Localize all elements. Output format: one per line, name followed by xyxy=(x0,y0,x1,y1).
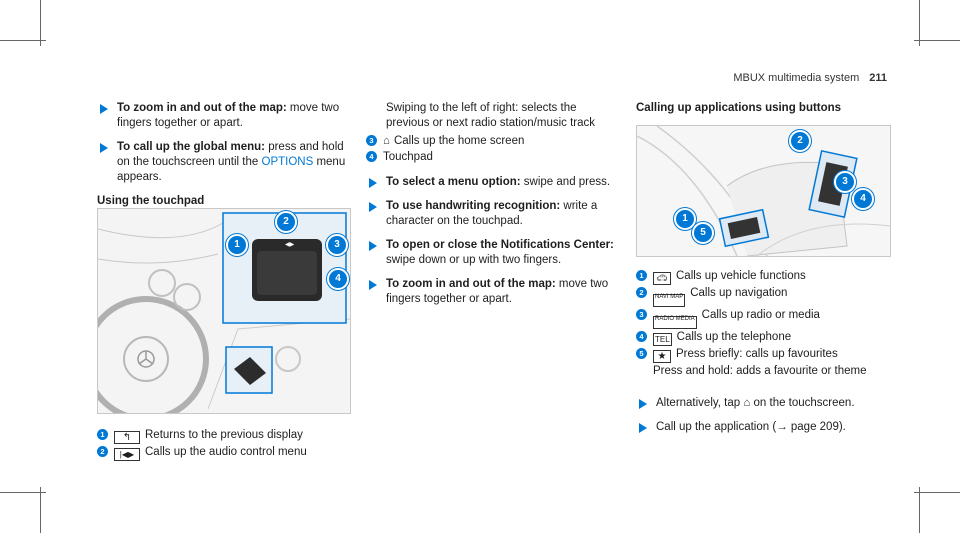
column-1-legend: 1↰Returns to the previous display 2|◀▶Ca… xyxy=(97,428,352,462)
crop-mark xyxy=(914,40,960,41)
callout-2: 2 xyxy=(789,130,811,152)
page-header: MBUX multimedia system 211 xyxy=(733,72,887,84)
section-heading: Using the touchpad xyxy=(97,195,205,207)
callout-2: 2 xyxy=(275,211,297,233)
section-heading: Calling up applications using buttons xyxy=(636,102,842,114)
legend-item: 5★Press briefly: calls up favourites xyxy=(636,347,901,363)
navi-map-icon: NAVI MAP xyxy=(653,294,686,307)
page-ref-arrow: → xyxy=(776,421,788,433)
callout-3: 3 xyxy=(326,234,348,256)
callout-1: 1 xyxy=(674,208,696,230)
column-2: Swiping to the left of right: selects th… xyxy=(366,101,616,316)
home-icon: ⌂ xyxy=(383,135,390,147)
tel-icon: TEL xyxy=(653,333,672,346)
instruction-call-app: Call up the application (→ page 209). xyxy=(636,420,901,435)
crop-mark xyxy=(40,487,41,533)
instruction-zoom: To zoom in and out of the map: move two … xyxy=(97,101,352,131)
svg-text:◀▶: ◀▶ xyxy=(285,241,295,248)
callout-1: 1 xyxy=(226,234,248,256)
callout-4: 4 xyxy=(327,268,349,290)
legend-item: 1↰Returns to the previous display xyxy=(97,428,352,444)
page-number: 211 xyxy=(869,72,887,84)
callout-4: 4 xyxy=(852,188,874,210)
touchpad-illustration: ◀▶ xyxy=(98,209,350,413)
page-reference-link[interactable]: page 209). xyxy=(787,421,846,433)
legend-item: 3⌂Calls up the home screen xyxy=(366,134,616,149)
star-icon: ★ xyxy=(653,350,671,363)
crop-mark xyxy=(0,492,46,493)
crop-mark xyxy=(919,0,920,46)
legend-item-continued: Press and hold: adds a favourite or them… xyxy=(653,365,867,377)
column-1: To zoom in and out of the map: move two … xyxy=(97,101,352,217)
crop-mark xyxy=(914,492,960,493)
radio-media-icon: RADIO MEDIA xyxy=(653,316,697,329)
swipe-description: Swiping to the left of right: selects th… xyxy=(386,102,596,129)
instruction-alternative: Alternatively, tap ⌂ on the touchscreen. xyxy=(636,396,901,411)
instruction-global-menu: To call up the global menu: press and ho… xyxy=(97,140,352,185)
legend-item: 1🚗︎Calls up vehicle functions xyxy=(636,269,901,285)
section-title: MBUX multimedia system xyxy=(733,72,860,84)
crop-mark xyxy=(40,0,41,46)
crop-mark xyxy=(919,487,920,533)
instruction-notifications: To open or close the Notifications Cente… xyxy=(366,238,616,268)
crop-mark xyxy=(0,40,46,41)
home-icon: ⌂ xyxy=(743,397,751,409)
buttons-figure: 1 2 3 4 5 xyxy=(636,125,891,257)
options-link[interactable]: OPTIONS xyxy=(261,156,314,168)
buttons-illustration xyxy=(637,126,890,256)
callout-5: 5 xyxy=(692,222,714,244)
instruction-select: To select a menu option: swipe and press… xyxy=(366,175,616,190)
audio-skip-icon: |◀▶ xyxy=(114,448,140,461)
instruction-zoom-2: To zoom in and out of the map: move two … xyxy=(366,277,616,307)
car-icon: 🚗︎ xyxy=(653,272,671,285)
legend-item: 2|◀▶Calls up the audio control menu xyxy=(97,445,352,461)
back-arrow-icon: ↰ xyxy=(114,431,140,444)
column-3: Calling up applications using buttons xyxy=(636,101,896,124)
callout-3: 3 xyxy=(834,171,856,193)
instruction-handwriting: To use handwriting recognition: write a … xyxy=(366,199,616,229)
touchpad-figure: ◀▶ 1 2 3 4 xyxy=(97,208,351,414)
